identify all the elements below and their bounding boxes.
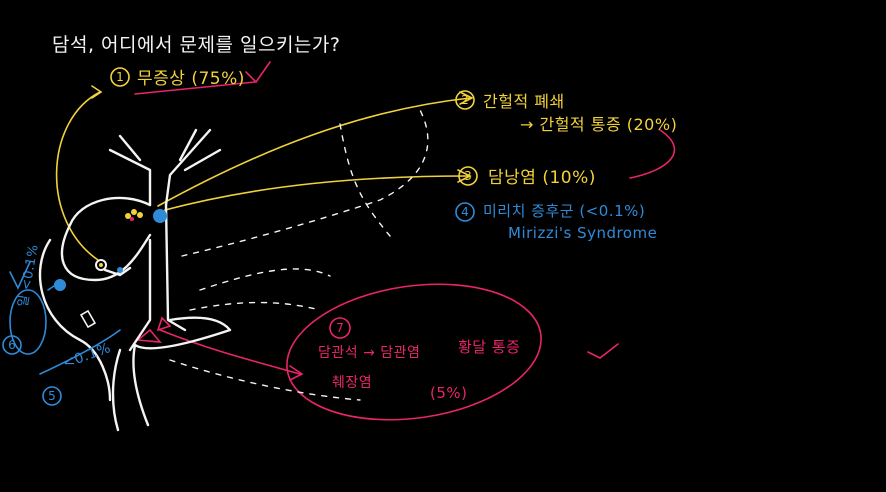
pink-marks <box>134 61 676 421</box>
item2-sub: → 간헐적 통증 (20%) <box>520 115 678 134</box>
item1-text: 무증상 (75%) <box>137 69 245 89</box>
hepatic-duct-right <box>164 128 212 207</box>
item2-number: 2 <box>461 93 469 107</box>
dashed-liver <box>181 109 429 257</box>
stone-white <box>95 259 107 271</box>
stone-white-core <box>99 263 103 267</box>
pink-number-circle <box>329 317 351 339</box>
blue-marks <box>2 202 475 406</box>
stone-blue-1 <box>153 209 167 223</box>
stone-blue-3 <box>117 267 123 273</box>
blue-num-circle-6 <box>2 335 22 355</box>
item5-number: 5 <box>48 389 56 403</box>
yellow-arrows <box>55 85 474 261</box>
page-title: 담석, 어디에서 문제를 일으키는가? <box>52 34 341 56</box>
item7-line2: 췌장염 <box>332 375 373 391</box>
arrow-head-item2 <box>459 91 474 105</box>
body-contour <box>38 238 112 402</box>
item7-ellipse <box>286 283 542 421</box>
arrow-to-item2 <box>157 97 471 207</box>
stone-yellow-2 <box>131 209 137 215</box>
gallbladder <box>60 196 152 282</box>
cystic-duct <box>103 266 132 277</box>
hepatic-duct-branch <box>118 134 142 162</box>
blue-line-5 <box>39 329 121 375</box>
common-duct-inner <box>128 238 152 352</box>
item7-percent: (5%) <box>430 384 468 402</box>
body-outline <box>38 128 232 432</box>
duodenum-2 <box>111 348 122 432</box>
stone-yellow-1 <box>125 213 131 219</box>
arrow-head-item3 <box>457 169 472 183</box>
dashed-organs <box>169 109 429 401</box>
dashed-pancreas <box>189 301 321 311</box>
item6-number: 6 <box>8 338 16 352</box>
item4-number: 4 <box>461 205 469 219</box>
pink-check-1 <box>245 61 271 84</box>
stone-pink-1 <box>130 217 134 221</box>
yellow-number-circles <box>110 67 478 186</box>
stone-yellow-3 <box>137 212 143 218</box>
blue-num-circle-5 <box>42 386 62 406</box>
dashed-liver-2 <box>339 123 391 237</box>
num-circle-7 <box>329 317 351 339</box>
item6-circle <box>9 289 47 355</box>
blue-check <box>9 261 31 290</box>
stone-blue-2 <box>54 279 66 291</box>
duodenum <box>132 316 232 427</box>
pink-underline-item1 <box>134 81 256 95</box>
item7-line1: 담관석 → 담관염 <box>318 345 421 361</box>
pink-stones <box>136 328 162 343</box>
num-circle-1 <box>110 67 130 87</box>
dashed-stomach <box>199 268 331 291</box>
dashed-lower <box>169 359 361 401</box>
item7-number: 7 <box>336 321 344 335</box>
item1-number: 1 <box>116 70 124 84</box>
arrow-to-item3 <box>164 175 469 211</box>
item3-text: 담낭염 (10%) <box>488 168 596 188</box>
arrow-head-item7 <box>289 365 304 381</box>
arrow-to-item1 <box>55 91 101 261</box>
item2-text: 간헐적 폐쇄 <box>483 92 565 111</box>
pink-check-2 <box>587 343 619 359</box>
blue-num-circle-4 <box>455 202 475 222</box>
arrow-head-item1 <box>91 85 103 99</box>
num-circle-2 <box>455 90 475 110</box>
num-circle-3 <box>458 166 478 186</box>
item7-symptoms: 황달 통증 <box>458 338 521 356</box>
common-duct <box>164 203 187 332</box>
item4-text: 미리치 증후군 (<0.1%) <box>483 202 646 220</box>
arrow-to-item7 <box>159 329 301 375</box>
pink-curve-right <box>629 129 676 179</box>
pink-stones-2 <box>156 316 172 332</box>
item3-number: 3 <box>464 169 472 183</box>
hepatic-duct-branch-2 <box>178 128 198 162</box>
item4-sub: Mirizzi's Syndrome <box>508 224 658 242</box>
hepatic-duct-branch-3 <box>183 148 222 172</box>
stent <box>79 309 97 329</box>
gallstones <box>54 209 167 291</box>
blue-arrow-6 <box>47 281 61 291</box>
hepatic-duct-left <box>108 148 152 207</box>
